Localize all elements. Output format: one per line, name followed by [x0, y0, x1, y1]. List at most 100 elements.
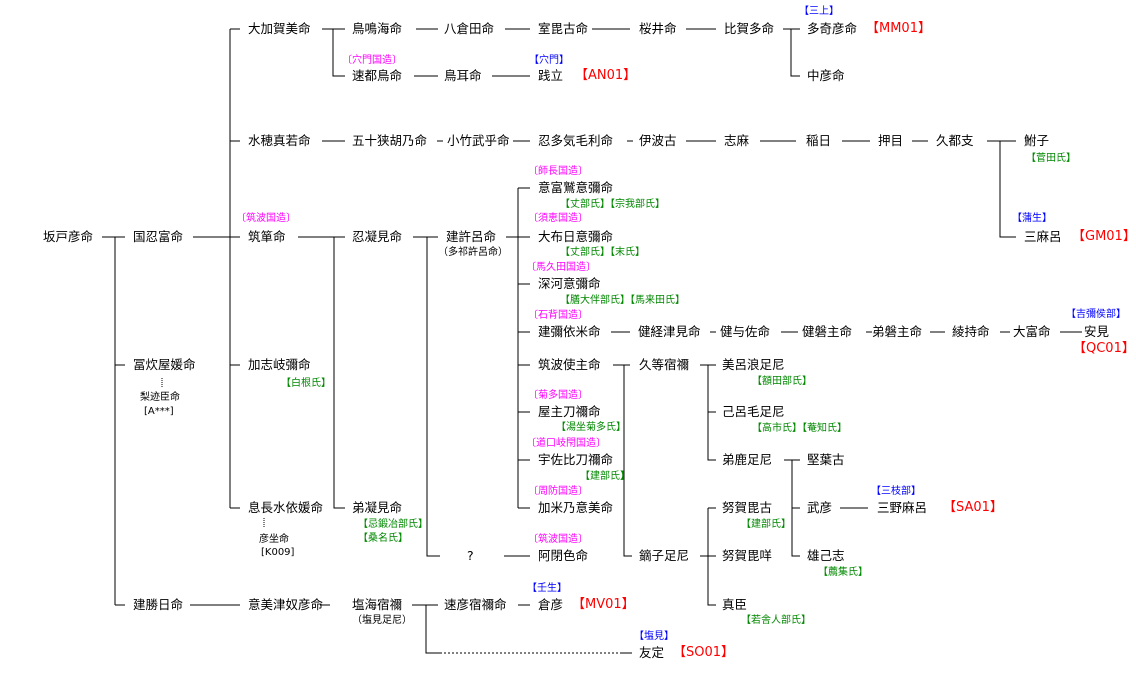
clan-takebe-1: 【建部氏】 — [580, 471, 630, 482]
person-kunioshitomi: 国忍富命 — [133, 229, 184, 244]
clan-sugata: 【菅田氏】 — [1026, 153, 1076, 164]
person-mizuhomawaka: 水穂真若命 — [248, 133, 311, 148]
person-takeiwanushi: 健磐主命 — [802, 324, 853, 339]
clan-kanuchi: 【忌鍛冶部氏】 — [358, 519, 428, 530]
person-takemiyorime: 建彌依米命 — [538, 324, 601, 339]
person-oshitakemori: 忍多気毛利命 — [538, 133, 614, 148]
title-anato-kuni: 〔穴門国造〕 — [342, 55, 402, 66]
person-hayatsutori: 速都鳥命 — [352, 68, 403, 83]
person-usahitone: 宇佐比刀禰命 — [538, 452, 614, 467]
person-takihiko: 多奇彦命 — [807, 21, 858, 36]
person-omitsunu: 意美津奴彦命 — [248, 597, 324, 612]
code-mv01: 【MV01】 — [572, 597, 635, 612]
person-minomaro: 三野麻呂 — [877, 500, 928, 515]
person-takeyosa: 健与佐命 — [720, 324, 771, 339]
person-ootomi: 大富命 — [1013, 324, 1051, 339]
person-nakahiko: 中彦命 — [807, 68, 845, 83]
person-yanushitone: 屋主刀禰命 — [538, 404, 601, 419]
person-takehiko: 武彦 — [807, 500, 833, 515]
person-nashitoomi: 梨迹臣命 — [140, 392, 180, 403]
person-shiomi-alias: （塩見足尼） — [352, 615, 412, 626]
person-nukabiko: 努賀毘古 — [722, 500, 773, 515]
person-miroro: 美呂浪足尼 — [722, 357, 785, 372]
clan-hasetsukabe-soga: 【丈部氏】【宗我部氏】 — [560, 199, 665, 210]
person-oshikorimi: 忍凝見命 — [352, 229, 403, 244]
person-kamenoomi: 加米乃意美命 — [538, 500, 614, 515]
person-shima: 志麻 — [724, 133, 750, 148]
title-umakuta-kuni: 〔馬久田国造〕 — [526, 262, 596, 273]
title-tsukuba-kuni: 〔筑波国造〕 — [236, 213, 296, 224]
code-sa01: 【SA01】 — [943, 500, 1003, 515]
clan-takechi: 【高市氏】【菴知氏】 — [752, 423, 847, 434]
person-kashikime: 加志岐彌命 — [248, 357, 311, 372]
person-oshime: 押目 — [878, 133, 904, 148]
person-kataba: 堅葉古 — [807, 452, 845, 467]
surname-mibu: 【壬生】 — [527, 583, 567, 594]
code-qc01: 【QC01】 — [1073, 341, 1135, 356]
person-ayamochi: 綾持命 — [952, 324, 990, 339]
title-kikuta-kuni: 〔菊多国造〕 — [528, 390, 588, 401]
person-hikoimasu: 彦坐命 — [259, 534, 289, 545]
title-michinoku-kuni: 〔道口岐閇国造〕 — [526, 438, 606, 449]
person-mimaro: 三麻呂 — [1024, 229, 1062, 244]
person-tonaumi: 鳥鳴海命 — [352, 21, 403, 36]
person-tsukubaomi: 筑波使主命 — [538, 357, 601, 372]
code-gm01: 【GM01】 — [1072, 229, 1136, 244]
surname-mikami: 【三上】 — [799, 6, 839, 17]
person-hodachi: 践立 — [538, 68, 564, 83]
clan-hasetsukabe-sue: 【丈部氏】【末氏】 — [560, 247, 645, 258]
person-otoiwanushi: 弟磐主命 — [872, 324, 923, 339]
title-suo-kuni: 〔周防国造〕 — [528, 486, 588, 497]
code-an01: 【AN01】 — [575, 68, 637, 83]
clan-kuwana: 【桑名氏】 — [358, 533, 408, 544]
person-kaburako: 鏑子足尼 — [639, 548, 690, 563]
title-shinaga-kuni: 〔師長国造〕 — [528, 166, 588, 177]
person-tokashiya: 冨炊屋媛命 — [133, 357, 196, 372]
person-otoka: 弟鹿足尼 — [722, 452, 773, 467]
clan-wakatoneri: 【若舎人部氏】 — [741, 615, 811, 626]
clan-nukata: 【額田部氏】 — [752, 376, 812, 387]
person-okoshi: 雄己志 — [807, 548, 845, 563]
person-tsukuhako: 筑箪命 — [248, 229, 286, 244]
person-yakurata: 八倉田命 — [444, 21, 495, 36]
person-nukabime: 努賀毘咩 — [722, 548, 773, 563]
person-tomosada: 友定 — [639, 645, 665, 660]
title-sue-kuni: 〔須恵国造〕 — [528, 213, 588, 224]
person-isasakono: 五十狭胡乃命 — [352, 133, 428, 148]
person-torimimi: 鳥耳命 — [444, 68, 482, 83]
person-okinaga: 息長水依媛命 — [248, 500, 324, 515]
code-so01: 【SO01】 — [673, 645, 735, 660]
surname-gamo: 【蒲生】 — [1012, 213, 1052, 224]
person-otakemuo: 小竹武乎命 — [447, 133, 510, 148]
person-kuratosukune: 久等宿禰 — [639, 357, 690, 372]
person-yasumi: 安見 — [1084, 324, 1110, 339]
person-kurahiko: 倉彦 — [538, 597, 564, 612]
person-masaomi: 真臣 — [722, 597, 748, 612]
person-ookagami: 大加賀美命 — [248, 21, 311, 36]
person-higata: 比賀多命 — [724, 21, 775, 36]
person-takekoro: 建許呂命 — [446, 229, 497, 244]
person-otokorimi: 弟凝見命 — [352, 500, 403, 515]
person-unknown: ? — [467, 548, 474, 563]
person-fukagawa: 深河意彌命 — [538, 276, 601, 291]
code-hikoimasu: [K009] — [261, 547, 295, 558]
person-hayahiko: 速彦宿禰命 — [444, 597, 507, 612]
code-nashitoomi: [A***] — [144, 406, 174, 417]
person-funako: 鮒子 — [1024, 133, 1050, 148]
person-inahi: 稲日 — [806, 133, 832, 148]
clan-komotsume: 【薦集氏】 — [818, 567, 868, 578]
clan-yue: 【湯坐菊多氏】 — [556, 422, 626, 433]
person-murobiko: 室毘古命 — [538, 21, 589, 36]
person-shiomi: 塩海宿禰 — [352, 597, 403, 612]
surname-anato: 【穴門】 — [529, 55, 569, 66]
title-iwase-kuni: 〔石背国造〕 — [528, 310, 588, 321]
clan-shirane: 【白根氏】 — [281, 378, 331, 389]
person-kutsuki: 久都支 — [936, 133, 974, 148]
person-koromo: 己呂毛足尼 — [722, 404, 785, 419]
person-sakatohiko: 坂戸彦命 — [43, 229, 94, 244]
person-takekoro-alias: （多祁許呂命） — [438, 247, 508, 258]
person-ahenoshiko: 阿閉色命 — [538, 548, 589, 563]
title-tsukuba-kuni-2: 〔筑波国造〕 — [528, 534, 588, 545]
surname-kimibe: 【吉彌侯部】 — [1066, 309, 1126, 320]
